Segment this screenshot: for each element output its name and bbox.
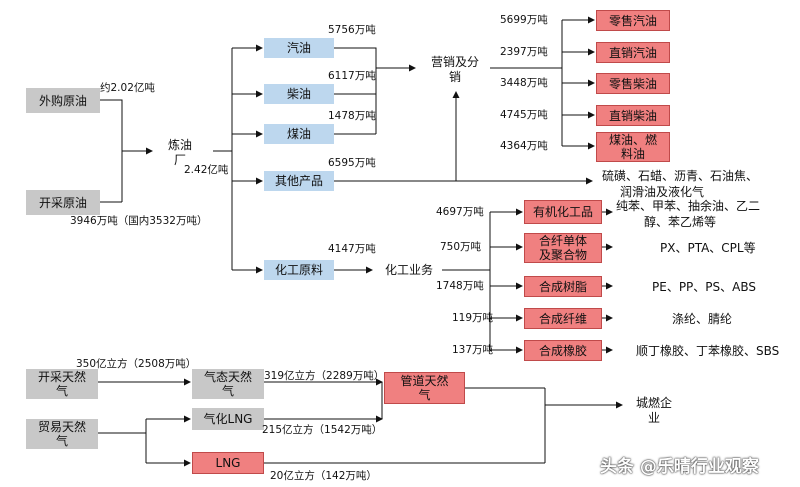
lng-amount: 20亿立方（142万吨）: [270, 470, 377, 482]
chemical-feed-label: 化工原料: [274, 263, 323, 277]
marketing-label: 营销及分 销: [418, 55, 492, 85]
mined-crude-amount: 3946万吨（国内3532万吨）: [70, 215, 208, 227]
synthetic-fiber-label: 合成纤维: [538, 311, 587, 326]
gasoline-label: 汽油: [286, 41, 311, 55]
retail-gasoline-label: 零售汽油: [608, 13, 657, 28]
watermark: 头条 @乐晴行业观察: [600, 457, 759, 477]
diesel-box: 柴油: [264, 84, 334, 104]
kerosene-fuel-oil-box: 煤油、燃 料油: [596, 132, 670, 162]
organic-chem-box: 有机化工品: [524, 200, 602, 224]
chemical-feed-amount: 4147万吨: [328, 243, 376, 255]
direct-gasoline-label: 直销汽油: [608, 45, 657, 60]
kerosene-box: 煤油: [264, 124, 334, 144]
mined-gas-label-2: 气: [55, 384, 68, 398]
organic-chem-amount: 4697万吨: [436, 206, 484, 218]
other-products-amount: 6595万吨: [328, 157, 376, 169]
gasoline-amount: 5756万吨: [328, 24, 376, 36]
organic-chem-label: 有机化工品: [532, 205, 593, 219]
direct-diesel-label: 直销柴油: [608, 108, 657, 123]
mined-gas-amount: 350亿立方（2508万吨）: [76, 358, 197, 370]
pipeline-gas-label-2: 气: [418, 388, 431, 402]
refinery-label-line-1: 炼油: [167, 138, 192, 152]
gasoline-box: 汽油: [264, 38, 334, 58]
city-gas-label: 城燃企 业: [628, 396, 680, 426]
other-products-box: 其他产品: [264, 171, 334, 191]
synthetic-rubber-box: 合成橡胶: [524, 340, 602, 361]
synthetic-resin-box: 合成树脂: [524, 276, 602, 297]
direct-diesel-amount: 4745万吨: [500, 109, 548, 121]
gasified-lng-amount: 215亿立方（1542万吨）: [262, 424, 383, 436]
other-products-label: 其他产品: [274, 174, 323, 188]
retail-gasoline-box: 零售汽油: [596, 10, 670, 31]
diesel-amount: 6117万吨: [328, 70, 376, 82]
purchased-crude-box: 外购原油: [26, 88, 100, 113]
direct-gasoline-box: 直销汽油: [596, 42, 670, 63]
chemical-business-label: 化工业务: [384, 263, 433, 277]
synthetic-resin-desc: PE、PP、PS、ABS: [652, 280, 756, 294]
mined-crude-label: 开采原油: [38, 195, 87, 210]
gaseous-gas-label-1: 气态天然: [203, 370, 252, 384]
chemical-feed-box: 化工原料: [264, 260, 334, 280]
fiber-monomer-desc: PX、PTA、CPL等: [660, 241, 756, 255]
diesel-label: 柴油: [286, 87, 311, 101]
marketing-label-line-2: 销: [448, 70, 461, 84]
synthetic-fiber-amount: 119万吨: [452, 312, 494, 324]
synthetic-rubber-label: 合成橡胶: [538, 343, 587, 358]
synthetic-resin-amount: 1748万吨: [436, 280, 484, 292]
city-gas-label-2: 业: [647, 411, 660, 425]
kerosene-fuel-oil-amount: 4364万吨: [500, 140, 548, 152]
gaseous-gas-amount: 319亿立方（2289万吨）: [264, 370, 385, 382]
refinery-label: 炼油 厂: [158, 138, 202, 168]
mined-crude-box: 开采原油: [26, 190, 100, 215]
fiber-monomer-box: 合纤单体 及聚合物: [524, 233, 602, 263]
gaseous-gas-label-2: 气: [221, 384, 234, 398]
fiber-monomer-label-1: 合纤单体: [538, 234, 587, 248]
gasified-lng-label: 气化LNG: [203, 412, 253, 426]
fiber-monomer-label-2: 及聚合物: [538, 248, 587, 262]
kerosene-fuel-oil-label-2: 料油: [620, 147, 645, 161]
trade-gas-label-2: 气: [55, 434, 68, 448]
purchased-crude-amount: 约2.02亿吨: [100, 82, 155, 94]
gasified-lng-box: 气化LNG: [192, 408, 264, 430]
kerosene-amount: 1478万吨: [328, 110, 376, 122]
trade-gas-box: 贸易天然 气: [26, 419, 98, 449]
lng-box: LNG: [192, 452, 264, 474]
retail-diesel-box: 零售柴油: [596, 73, 670, 94]
other-products-desc-line-2: 润滑油及液化气: [620, 185, 705, 199]
retail-gasoline-amount: 5699万吨: [500, 14, 548, 26]
lng-label: LNG: [215, 456, 241, 470]
organic-chem-desc: 纯苯、甲苯、抽余油、乙二 醇、苯乙烯等: [616, 198, 760, 230]
gaseous-gas-box: 气态天然 气: [192, 369, 264, 399]
refinery-output: 2.42亿吨: [184, 164, 229, 176]
synthetic-fiber-desc: 涤纶、腈纶: [672, 312, 733, 326]
organic-chem-desc-line-2: 醇、苯乙烯等: [644, 215, 717, 229]
purchased-crude-label: 外购原油: [38, 93, 87, 108]
retail-diesel-label: 零售柴油: [608, 76, 657, 91]
refinery-label-line-2: 厂: [173, 153, 186, 167]
trade-gas-label-1: 贸易天然: [37, 420, 86, 434]
pipeline-gas-label-1: 管道天然: [400, 374, 449, 388]
synthetic-rubber-amount: 137万吨: [452, 344, 494, 356]
direct-gasoline-amount: 2397万吨: [500, 46, 548, 58]
synthetic-resin-label: 合成树脂: [538, 279, 587, 294]
pipeline-gas-box: 管道天然 气: [384, 372, 465, 404]
retail-diesel-amount: 3448万吨: [500, 77, 548, 89]
other-products-desc: 硫磺、石蜡、沥青、石油焦、 润滑油及液化气: [602, 168, 758, 200]
synthetic-fiber-box: 合成纤维: [524, 308, 602, 329]
mined-gas-box: 开采天然 气: [26, 369, 98, 399]
organic-chem-desc-line-1: 纯苯、甲苯、抽余油、乙二: [616, 199, 761, 213]
direct-diesel-box: 直销柴油: [596, 105, 670, 126]
marketing-label-line-1: 营销及分: [430, 55, 479, 69]
kerosene-label: 煤油: [286, 127, 311, 141]
mined-gas-label-1: 开采天然: [37, 370, 86, 384]
kerosene-fuel-oil-label-1: 煤油、燃: [608, 133, 657, 147]
fiber-monomer-amount: 750万吨: [440, 241, 482, 253]
city-gas-label-1: 城燃企: [635, 396, 672, 410]
other-products-desc-line-1: 硫磺、石蜡、沥青、石油焦、: [602, 169, 759, 183]
synthetic-rubber-desc: 顺丁橡胶、丁苯橡胶、SBS: [636, 344, 780, 358]
